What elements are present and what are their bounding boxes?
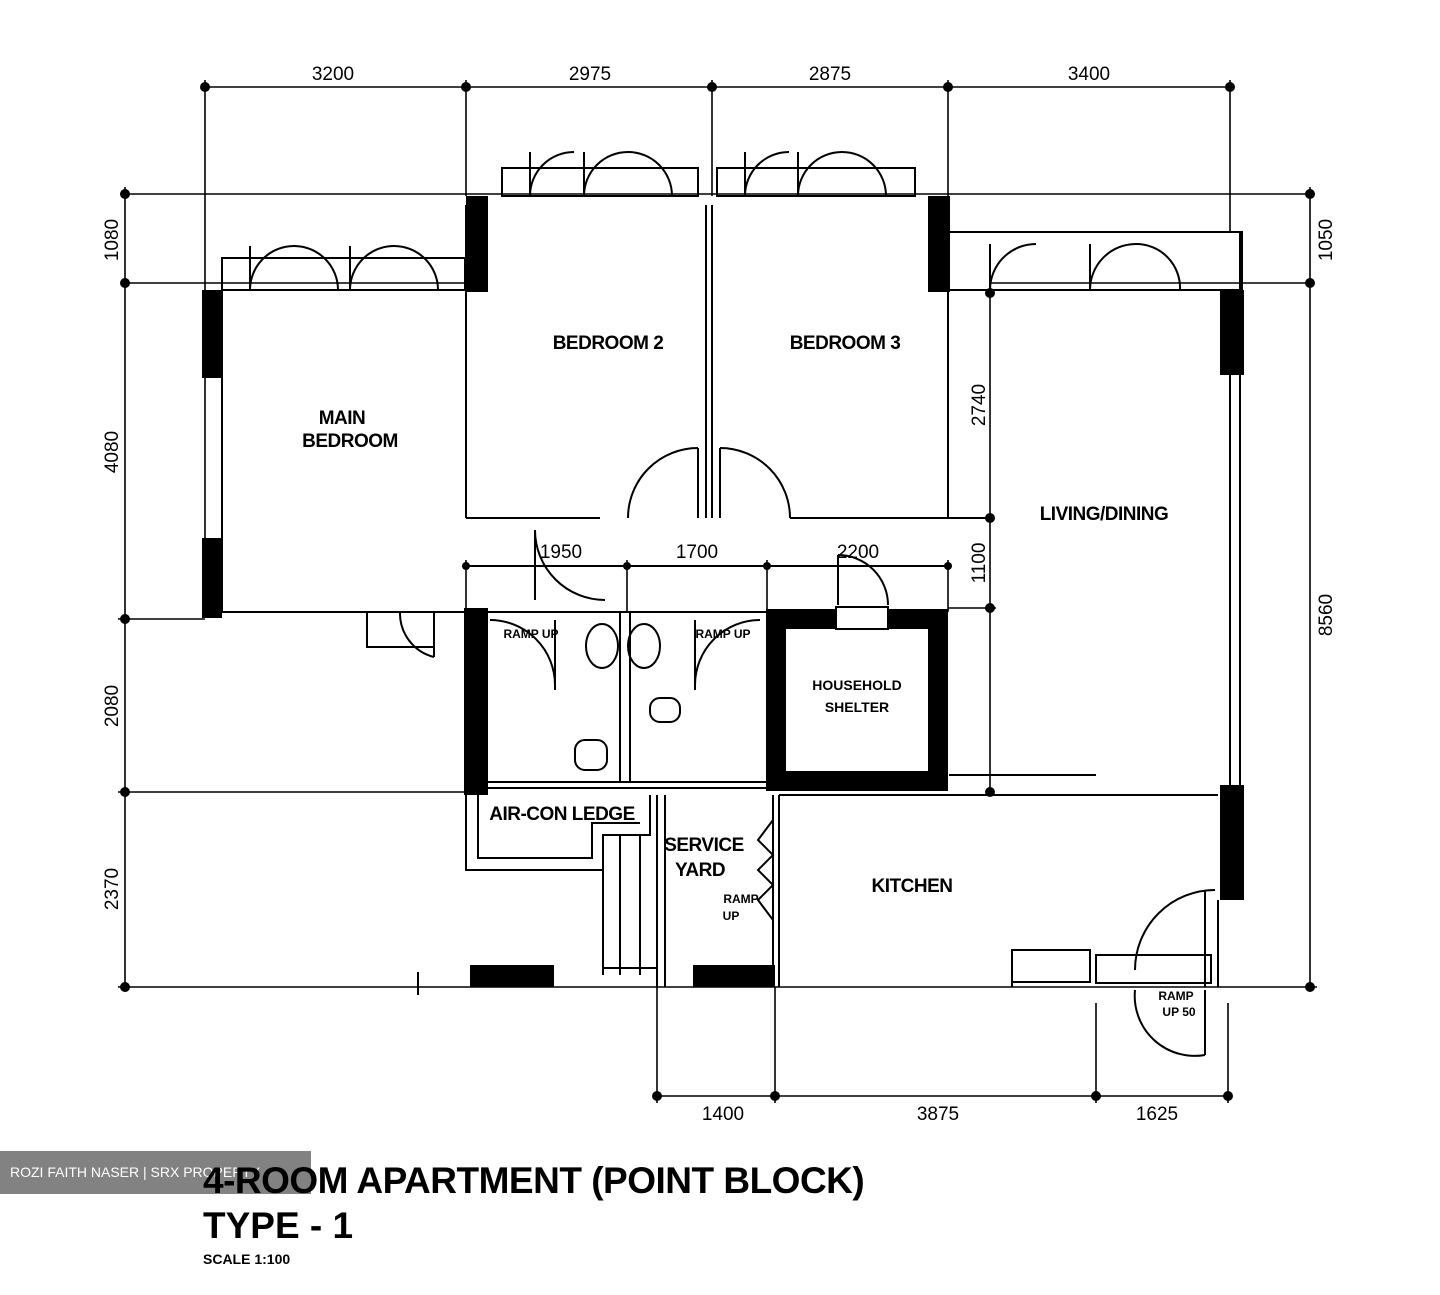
solid-walls	[202, 196, 1244, 987]
svg-text:HOUSEHOLD: HOUSEHOLD	[812, 677, 901, 693]
plan-title: 4-ROOM APARTMENT (POINT BLOCK)	[203, 1160, 865, 1201]
room-service-yard-line1: SERVICE	[664, 835, 744, 856]
dim-inner-3: 2200	[837, 542, 879, 563]
dim-bottom-2: 3875	[917, 1104, 959, 1125]
dim-right-top: 1050	[1316, 219, 1337, 261]
room-main-bedroom-line1: MAIN	[319, 408, 366, 429]
bathrooms	[488, 611, 766, 789]
dim-top-2: 2975	[569, 64, 611, 85]
dim-bottom-1: 1400	[702, 1104, 744, 1125]
room-bedroom-3: BEDROOM 3	[790, 333, 901, 354]
plan-subtitle: TYPE - 1	[203, 1205, 354, 1246]
dim-bottom-3: 1625	[1136, 1104, 1178, 1125]
dim-left-4: 2370	[102, 868, 123, 910]
dim-inner-1: 1950	[540, 542, 582, 563]
dimension-lines	[118, 80, 1317, 1103]
room-main-bedroom-line2: BEDROOM	[302, 431, 398, 452]
room-kitchen: KITCHEN	[872, 876, 953, 897]
dim-top-1: 3200	[312, 64, 354, 85]
dim-inner-2: 1700	[676, 542, 718, 563]
dim-inner-v1: 2740	[969, 384, 990, 426]
annotations: RAMP UP RAMP UP RAMP UP RAMP UP 50	[503, 627, 1195, 1019]
room-labels: MAIN BEDROOM BEDROOM 2 BEDROOM 3 LIVING/…	[302, 333, 1169, 897]
ramp-up-right: RAMP UP	[695, 627, 750, 641]
dim-left-1: 1080	[102, 219, 123, 261]
room-service-yard-line2: YARD	[675, 860, 725, 881]
ramp-up-yard-line1: RAMP	[723, 892, 758, 906]
svg-text:SHELTER: SHELTER	[825, 699, 889, 715]
dim-right-overall: 8560	[1316, 594, 1337, 636]
room-living-dining: LIVING/DINING	[1040, 504, 1169, 525]
dim-left-3: 2080	[102, 685, 123, 727]
dim-top-3: 2875	[809, 64, 851, 85]
plan-scale: SCALE 1:100	[203, 1251, 291, 1267]
dimension-dots	[120, 82, 1315, 1101]
dimension-labels: 3200 2975 2875 3400 1400 3875 1625 1950 …	[102, 64, 1337, 1125]
watermark: ROZI FAITH NASER | SRX PROPERTY	[0, 1151, 311, 1194]
thin-walls	[221, 167, 1243, 995]
ramp-up-yard-line2: UP	[723, 909, 740, 923]
household-shelter: HOUSEHOLD SHELTER	[766, 606, 948, 791]
room-bedroom-2: BEDROOM 2	[553, 333, 664, 354]
door-swings	[249, 151, 1216, 1057]
dim-left-2: 4080	[102, 431, 123, 473]
room-aircon-ledge: AIR-CON LEDGE	[489, 804, 635, 825]
ramp-up-left: RAMP UP	[503, 627, 558, 641]
dim-top-4: 3400	[1068, 64, 1110, 85]
ramp-up50-line2: UP 50	[1162, 1005, 1195, 1019]
ramp-up50-line1: RAMP	[1158, 989, 1193, 1003]
dim-inner-v2: 1100	[969, 543, 990, 584]
